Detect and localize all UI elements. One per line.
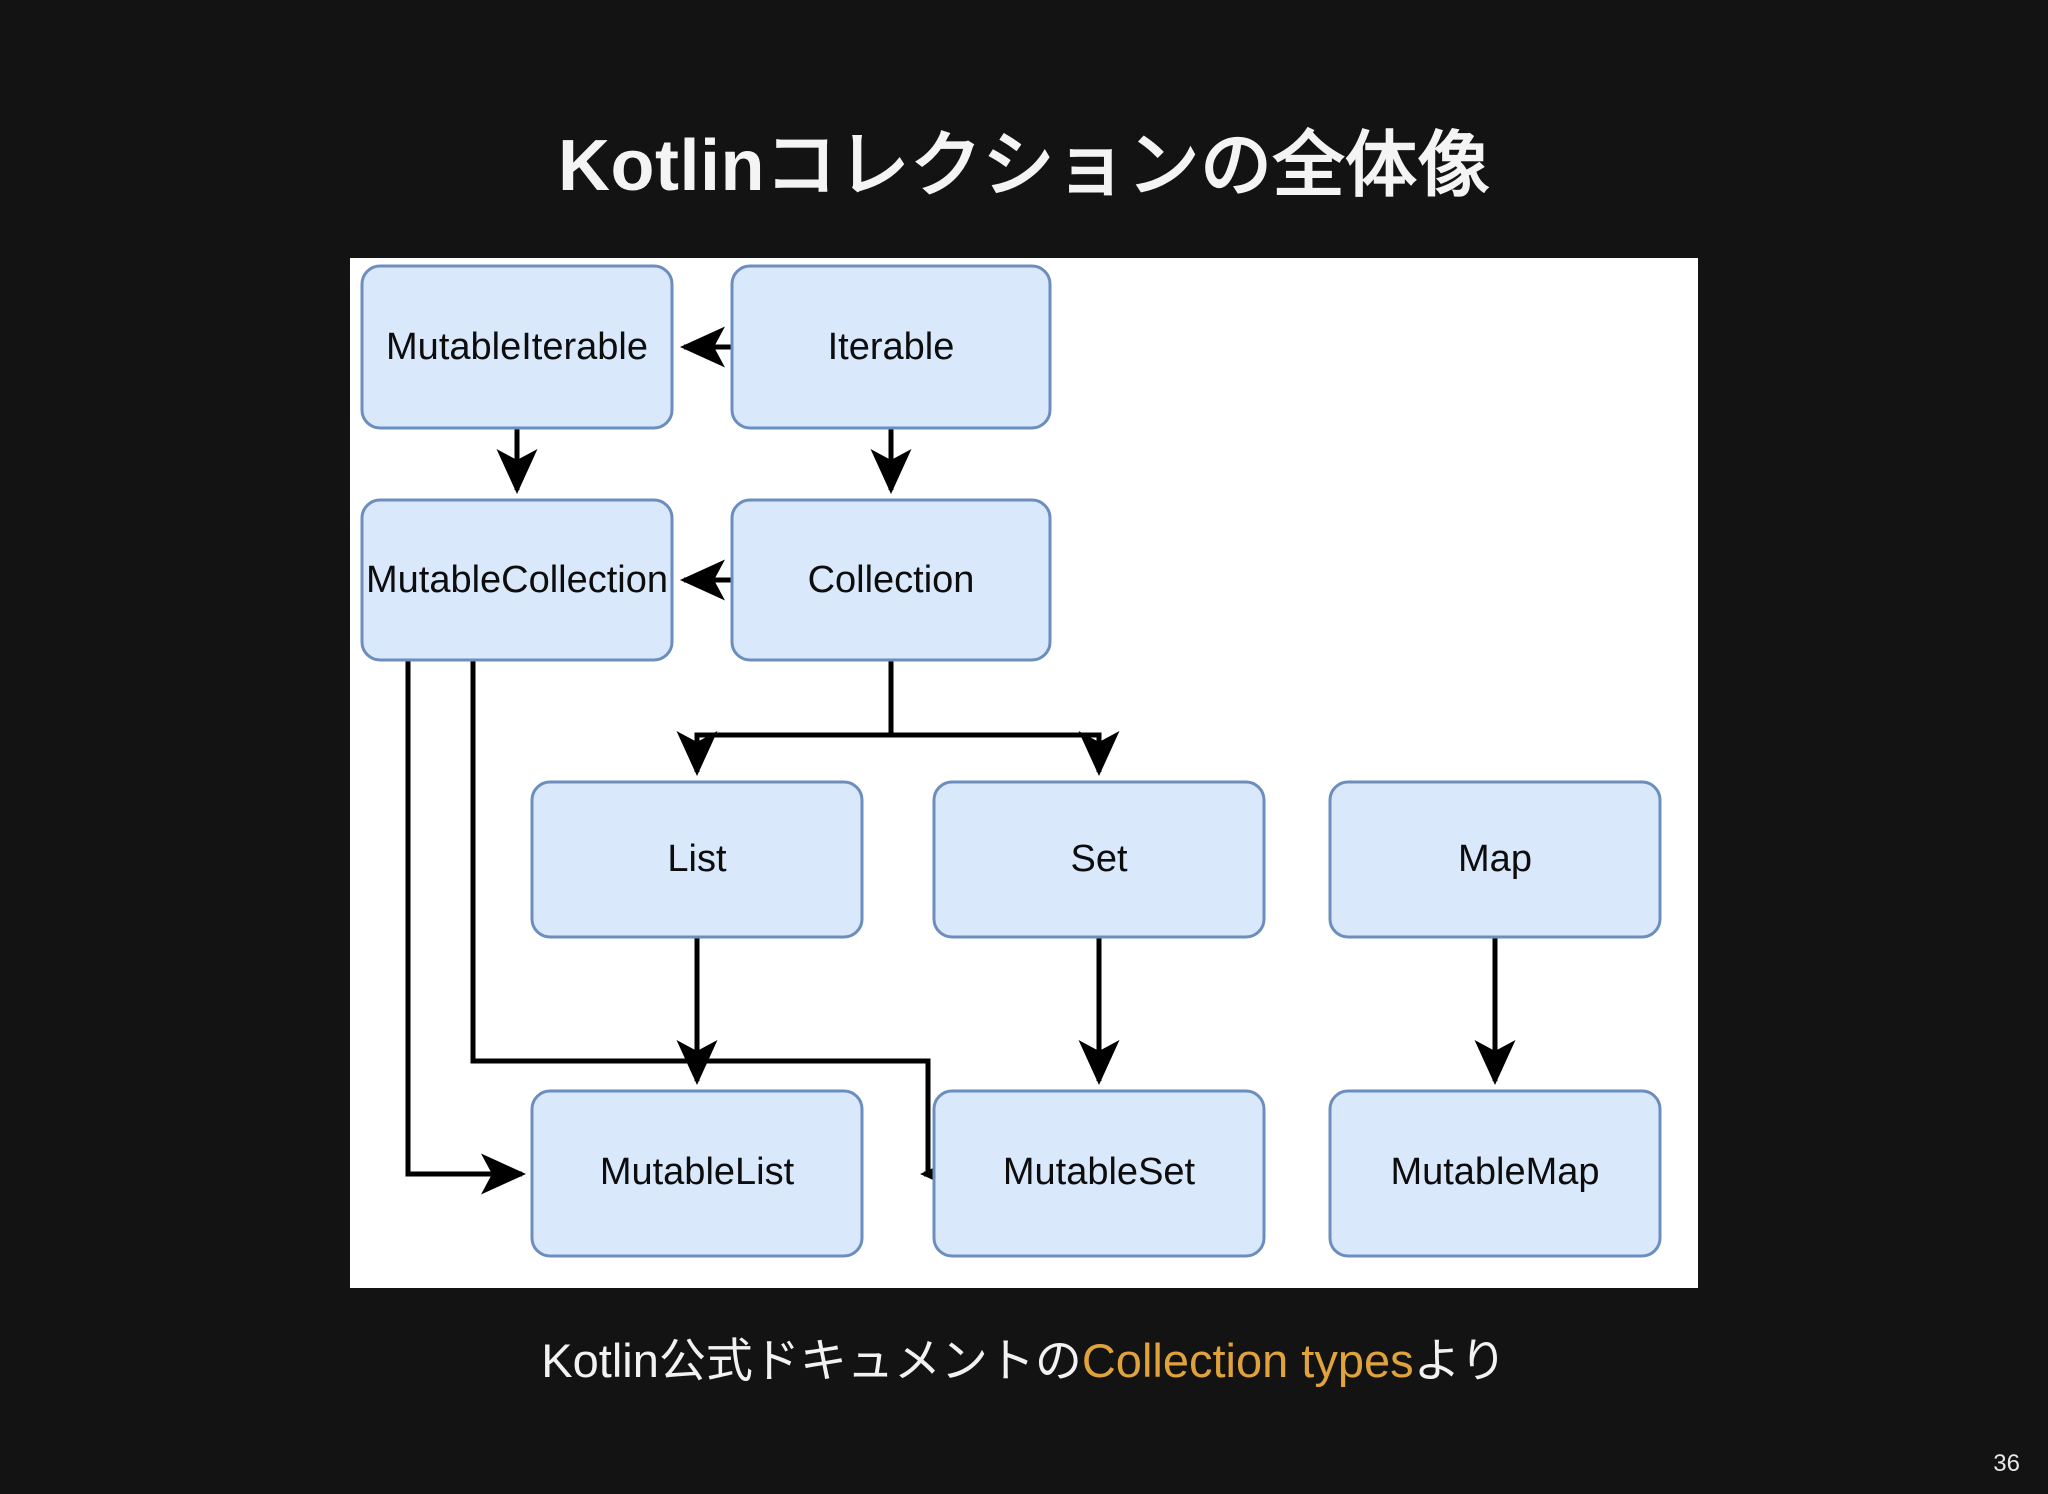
caption-link-collection-types[interactable]: Collection types — [1081, 1334, 1414, 1387]
node-box-iterable[interactable] — [730, 264, 1052, 430]
node-list[interactable]: List — [530, 780, 864, 939]
node-box-mutableset[interactable] — [932, 1089, 1266, 1258]
node-mutablecollection[interactable]: MutableCollection — [360, 498, 674, 662]
page-title: Kotlinコレクションの全体像 — [558, 126, 1490, 207]
node-set[interactable]: Set — [932, 780, 1266, 939]
node-label-mutablelist: MutableList — [600, 1151, 795, 1193]
node-box-map[interactable] — [1328, 780, 1662, 939]
node-label-list: List — [667, 838, 727, 880]
diagram-canvas: MutableIterable Iterable MutableCollecti… — [360, 264, 1662, 1258]
node-box-mutableiterable[interactable] — [360, 264, 674, 430]
node-map[interactable]: Map — [1328, 780, 1662, 939]
edge-collection-to-set — [891, 731, 1120, 777]
caption-suffix: より — [1413, 1334, 1507, 1387]
page-number: 36 — [1993, 1450, 2020, 1477]
node-label-set: Set — [1070, 838, 1127, 880]
node-box-mutablecollection[interactable] — [360, 498, 674, 662]
node-label-mutableset: MutableSet — [1003, 1151, 1196, 1193]
node-label-mutablecollection: MutableCollection — [366, 559, 668, 601]
node-label-collection: Collection — [808, 559, 975, 601]
edge-mutablecollection-to-mutableset — [470, 660, 965, 1195]
node-collection[interactable]: Collection — [730, 498, 1052, 662]
node-mutablemap[interactable]: MutableMap — [1328, 1089, 1662, 1258]
node-box-mutablemap[interactable] — [1328, 1089, 1662, 1258]
collection-hierarchy-diagram: MutableIterable Iterable MutableCollecti… — [350, 258, 1698, 1288]
node-mutableset[interactable]: MutableSet — [932, 1089, 1266, 1258]
node-box-set[interactable] — [932, 780, 1266, 939]
node-box-collection[interactable] — [730, 498, 1052, 662]
diagram-edges — [405, 326, 1516, 1195]
node-label-iterable: Iterable — [828, 326, 955, 368]
edge-mutablecollection-to-mutablelist — [405, 660, 527, 1195]
caption-prefix: Kotlin公式ドキュメントの — [541, 1334, 1082, 1387]
node-box-mutablelist[interactable] — [530, 1089, 864, 1258]
node-mutableiterable[interactable]: MutableIterable — [360, 264, 674, 430]
slide-caption: Kotlin公式ドキュメントのCollection typesより — [0, 1322, 2048, 1391]
node-mutablelist[interactable]: MutableList — [530, 1089, 864, 1258]
edge-collection-to-list — [676, 660, 894, 777]
node-iterable[interactable]: Iterable — [730, 264, 1052, 430]
node-box-list[interactable] — [530, 780, 864, 939]
node-label-mutablemap: MutableMap — [1390, 1151, 1599, 1193]
node-label-map: Map — [1458, 838, 1532, 880]
diagram-nodes: MutableIterable Iterable MutableCollecti… — [360, 264, 1662, 1258]
node-label-mutableiterable: MutableIterable — [386, 326, 648, 368]
